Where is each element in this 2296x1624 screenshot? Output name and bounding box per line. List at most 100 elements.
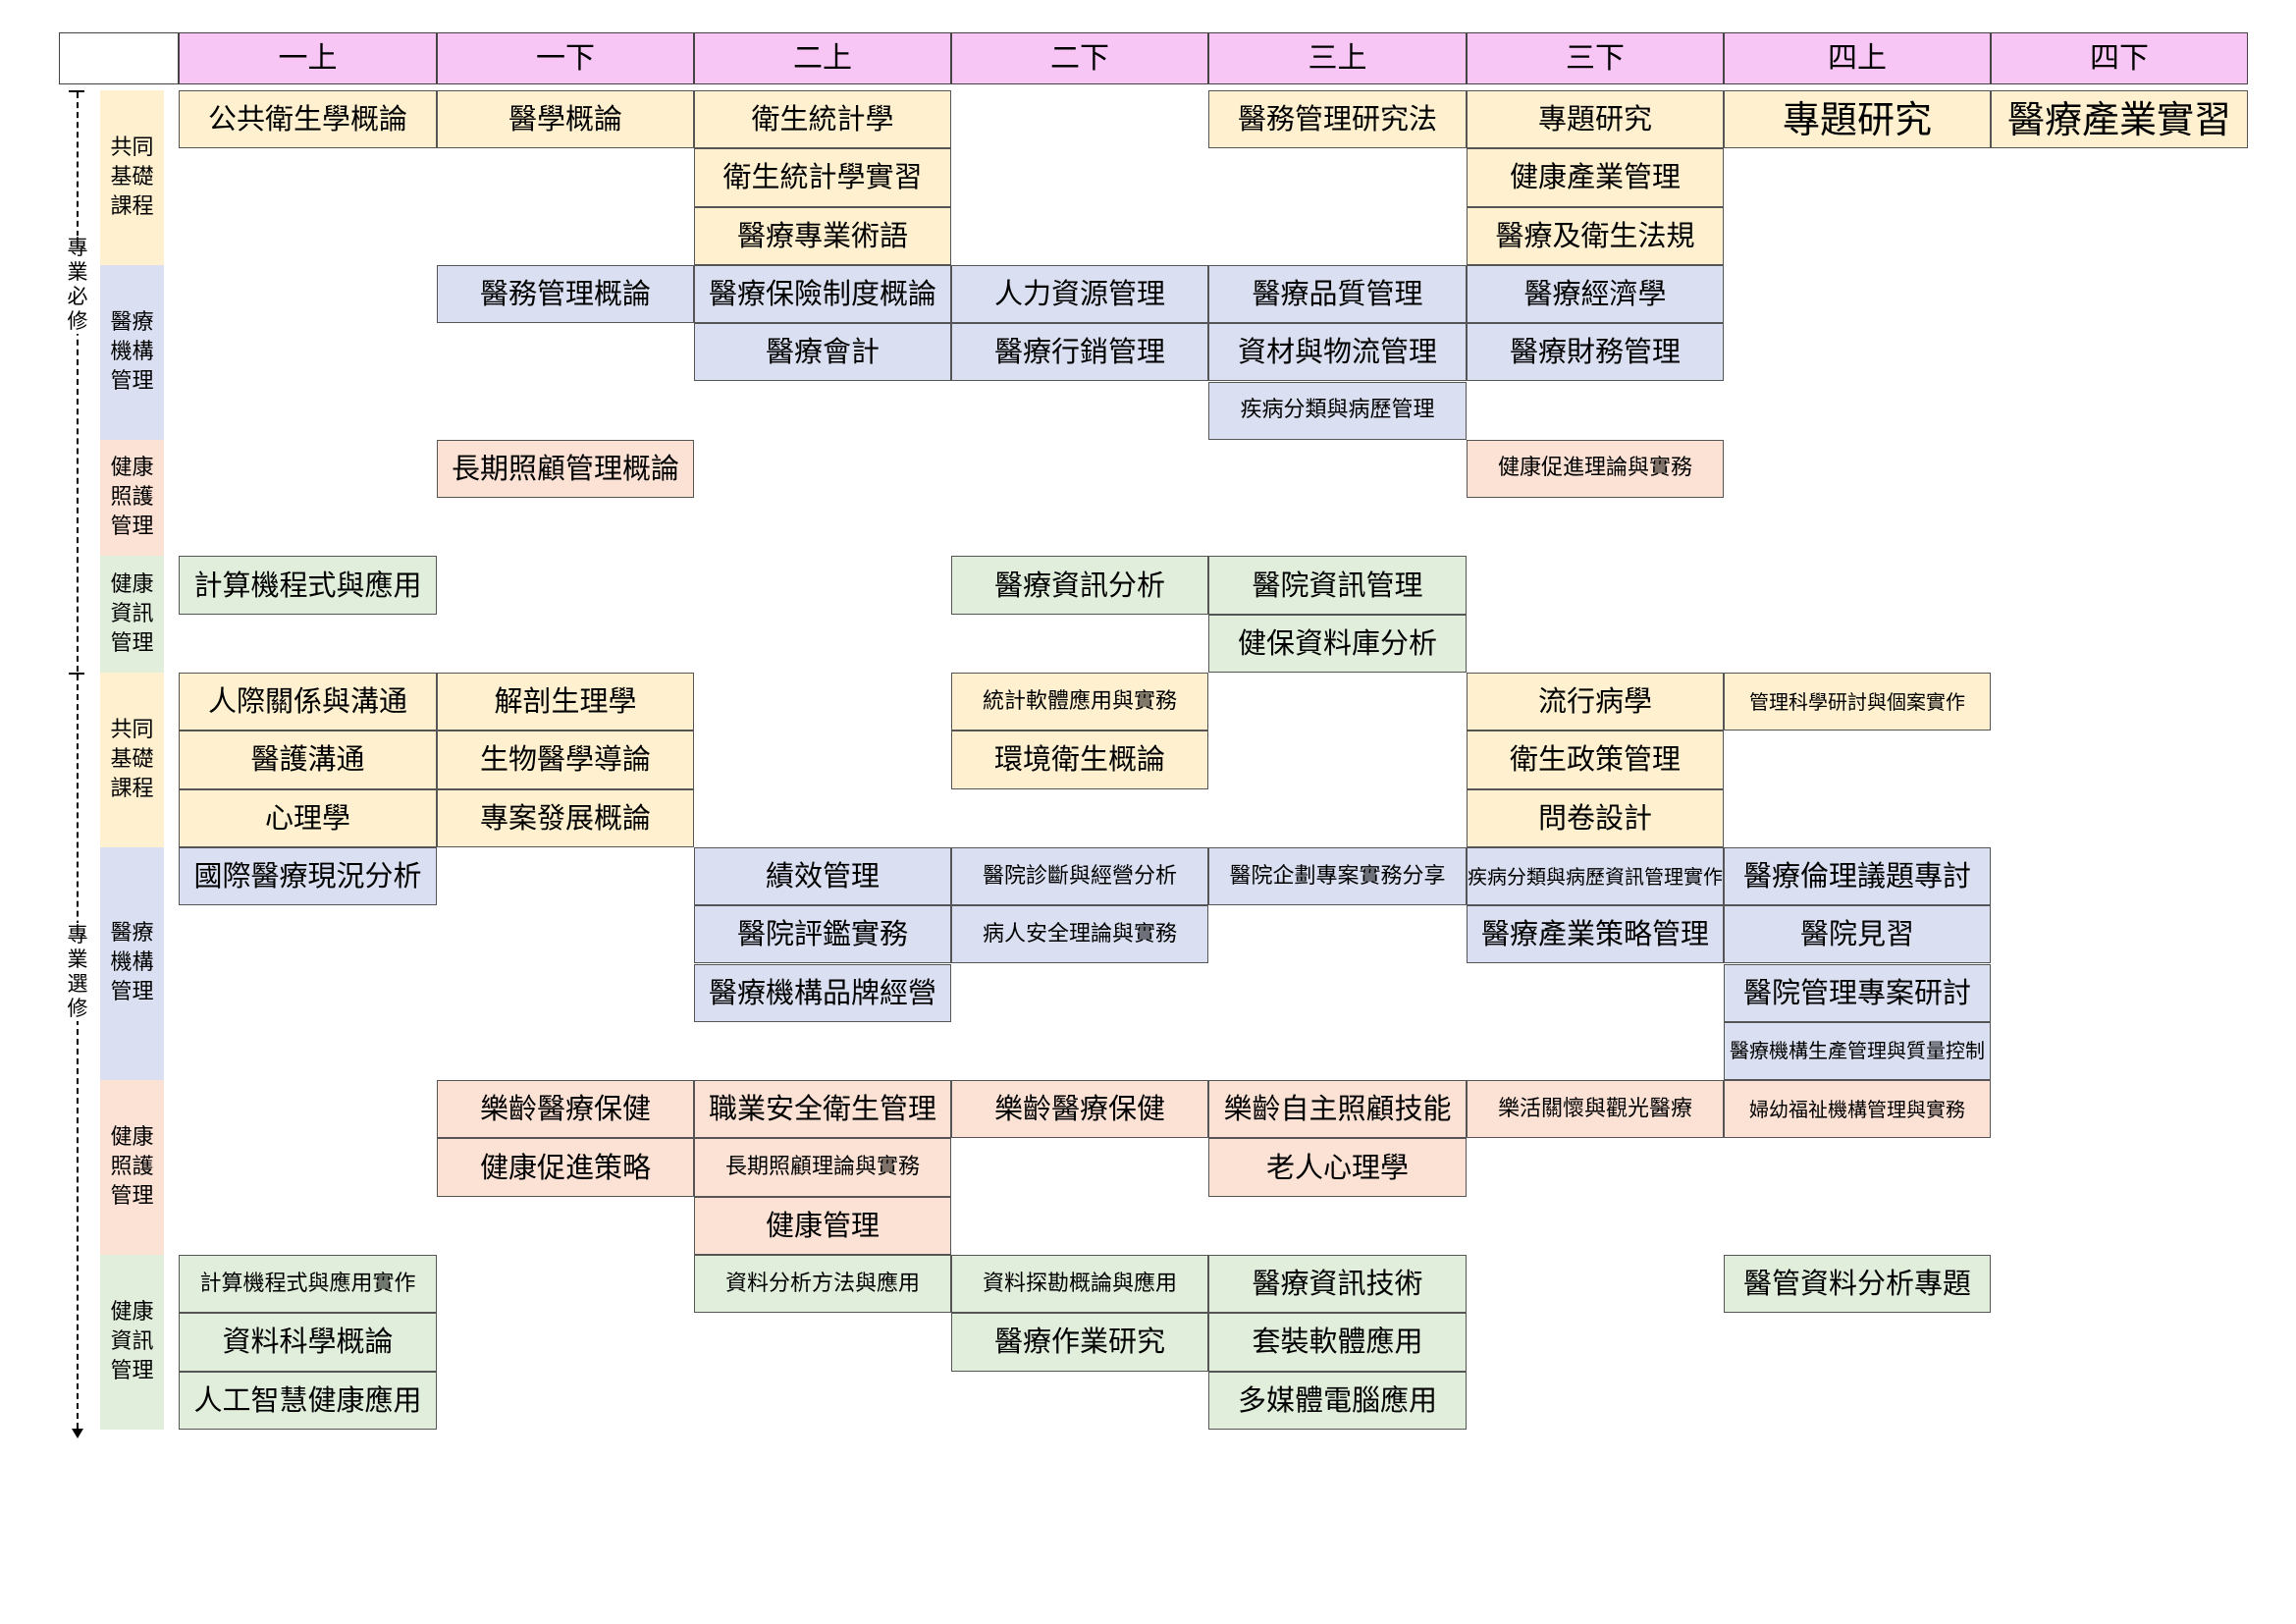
course-cell: 醫院企劃專案實務分享 (1208, 846, 1467, 906)
course-cell: 專題研究 (1467, 90, 1724, 149)
course-cell: 健康管理 (694, 1196, 951, 1255)
category-band-6: 醫療機構管理 (100, 846, 164, 1081)
course-cell: 醫療品質管理 (1208, 264, 1467, 324)
course-cell: 衛生政策管理 (1467, 731, 1724, 789)
category-label: 健康照護管理 (110, 456, 154, 540)
course-cell: 資料科學概論 (179, 1313, 437, 1372)
course-cell: 長期照顧管理概論 (437, 439, 694, 499)
course-cell: 績效管理 (694, 846, 951, 906)
course-cell: 職業安全衛生管理 (694, 1080, 951, 1139)
category-band-7: 健康照護管理 (100, 1080, 164, 1255)
category-band-8: 健康資訊管理 (100, 1255, 164, 1430)
course-cell: 衛生統計學實習 (694, 148, 951, 207)
course-cell: 健康促進理論與實務 (1467, 439, 1724, 499)
course-cell: 樂齡醫療保健 (437, 1080, 694, 1139)
course-cell: 老人心理學 (1208, 1138, 1467, 1197)
semester-header-8: 四下 (1991, 32, 2248, 84)
header-corner (59, 32, 179, 84)
course-cell: 醫療財務管理 (1467, 323, 1724, 382)
course-cell: 人力資源管理 (951, 264, 1208, 324)
course-cell: 醫療行銷管理 (951, 323, 1208, 382)
course-cell: 健康促進策略 (437, 1138, 694, 1197)
course-cell: 醫療經濟學 (1467, 264, 1724, 324)
course-cell: 公共衛生學概論 (179, 90, 437, 149)
course-cell: 資材與物流管理 (1208, 323, 1467, 382)
course-cell: 醫療資訊技術 (1208, 1255, 1467, 1314)
course-cell: 醫療倫理議題專討 (1724, 846, 1991, 906)
course-cell: 健保資料庫分析 (1208, 614, 1467, 673)
category-band-1: 共同基礎課程 (100, 90, 164, 265)
semester-header-5: 三上 (1208, 32, 1467, 84)
course-cell: 健康產業管理 (1467, 148, 1724, 207)
course-cell: 醫院評鑑實務 (694, 905, 951, 964)
category-label: 健康照護管理 (110, 1125, 154, 1210)
semester-header-6: 三下 (1467, 32, 1724, 84)
course-cell: 人工智慧健康應用 (179, 1371, 437, 1430)
course-cell: 專題研究 (1724, 90, 1991, 149)
course-cell: 人際關係與溝通 (179, 673, 437, 731)
course-cell: 解剖生理學 (437, 673, 694, 731)
category-label: 健康資訊管理 (110, 571, 154, 656)
course-cell: 資料分析方法與應用 (694, 1255, 951, 1314)
course-cell: 生物醫學導論 (437, 731, 694, 789)
course-cell: 醫療機構生產管理與質量控制 (1724, 1021, 1991, 1081)
course-cell: 醫療作業研究 (951, 1313, 1208, 1372)
category-label: 醫療機構管理 (110, 921, 154, 1005)
course-cell: 醫院資訊管理 (1208, 556, 1467, 615)
course-cell: 醫療產業策略管理 (1467, 905, 1724, 964)
semester-header-4: 二下 (951, 32, 1208, 84)
course-cell: 長期照顧理論與實務 (694, 1138, 951, 1197)
course-cell: 醫療保險制度概論 (694, 264, 951, 324)
section-required-line (77, 92, 79, 672)
course-cell: 資料探勘概論與應用 (951, 1255, 1208, 1314)
course-cell: 醫務管理概論 (437, 264, 694, 324)
course-cell: 樂齡自主照顧技能 (1208, 1080, 1467, 1139)
course-cell: 醫療機構品牌經營 (694, 963, 951, 1022)
course-cell: 心理學 (179, 788, 437, 847)
course-cell: 計算機程式與應用 (179, 556, 437, 615)
course-cell: 計算機程式與應用實作 (179, 1255, 437, 1314)
category-band-2: 醫療機構管理 (100, 264, 164, 440)
course-cell: 醫療產業實習 (1991, 90, 2248, 149)
section-end-arrow (72, 1429, 83, 1438)
category-band-3: 健康照護管理 (100, 439, 164, 557)
category-band-4: 健康資訊管理 (100, 556, 164, 673)
course-cell: 醫療會計 (694, 323, 951, 382)
semester-header-3: 二上 (694, 32, 951, 84)
course-cell: 統計軟體應用與實務 (951, 673, 1208, 731)
course-cell: 國際醫療現況分析 (179, 846, 437, 906)
course-cell: 樂活關懷與觀光醫療 (1467, 1080, 1724, 1139)
course-cell: 醫管資料分析專題 (1724, 1255, 1991, 1314)
course-cell: 婦幼福祉機構管理與實務 (1724, 1080, 1991, 1139)
course-cell: 醫院見習 (1724, 905, 1991, 964)
section-divider-tick (69, 673, 84, 675)
category-label: 健康資訊管理 (110, 1299, 154, 1383)
course-cell: 病人安全理論與實務 (951, 905, 1208, 964)
course-cell: 問卷設計 (1467, 788, 1724, 847)
section-start-tick (69, 90, 84, 92)
course-cell: 醫護溝通 (179, 731, 437, 789)
category-band-5: 共同基礎課程 (100, 673, 164, 847)
category-label: 共同基礎課程 (110, 135, 154, 219)
course-cell: 疾病分類與病歷管理 (1208, 381, 1467, 440)
course-cell: 醫療及衛生法規 (1467, 206, 1724, 265)
course-cell: 套裝軟體應用 (1208, 1313, 1467, 1372)
course-cell: 專案發展概論 (437, 788, 694, 847)
semester-header-1: 一上 (179, 32, 437, 84)
course-cell: 醫療專業術語 (694, 206, 951, 265)
category-label: 共同基礎課程 (110, 717, 154, 801)
course-cell: 環境衛生概論 (951, 731, 1208, 789)
section-elective-line (77, 675, 79, 1429)
course-cell: 疾病分類與病歷資訊管理實作 (1467, 846, 1724, 906)
course-cell: 醫療資訊分析 (951, 556, 1208, 615)
course-cell: 衛生統計學 (694, 90, 951, 149)
category-label: 醫療機構管理 (110, 309, 154, 394)
course-cell: 醫院診斷與經營分析 (951, 846, 1208, 906)
course-cell: 醫務管理研究法 (1208, 90, 1467, 149)
semester-header-2: 一下 (437, 32, 694, 84)
section-elective-label: 專業選修 (65, 923, 90, 1021)
course-cell: 醫院管理專案研討 (1724, 963, 1991, 1022)
section-required-label: 專業必修 (65, 236, 90, 334)
course-cell: 管理科學研討與個案實作 (1724, 673, 1991, 731)
course-cell: 樂齡醫療保健 (951, 1080, 1208, 1139)
